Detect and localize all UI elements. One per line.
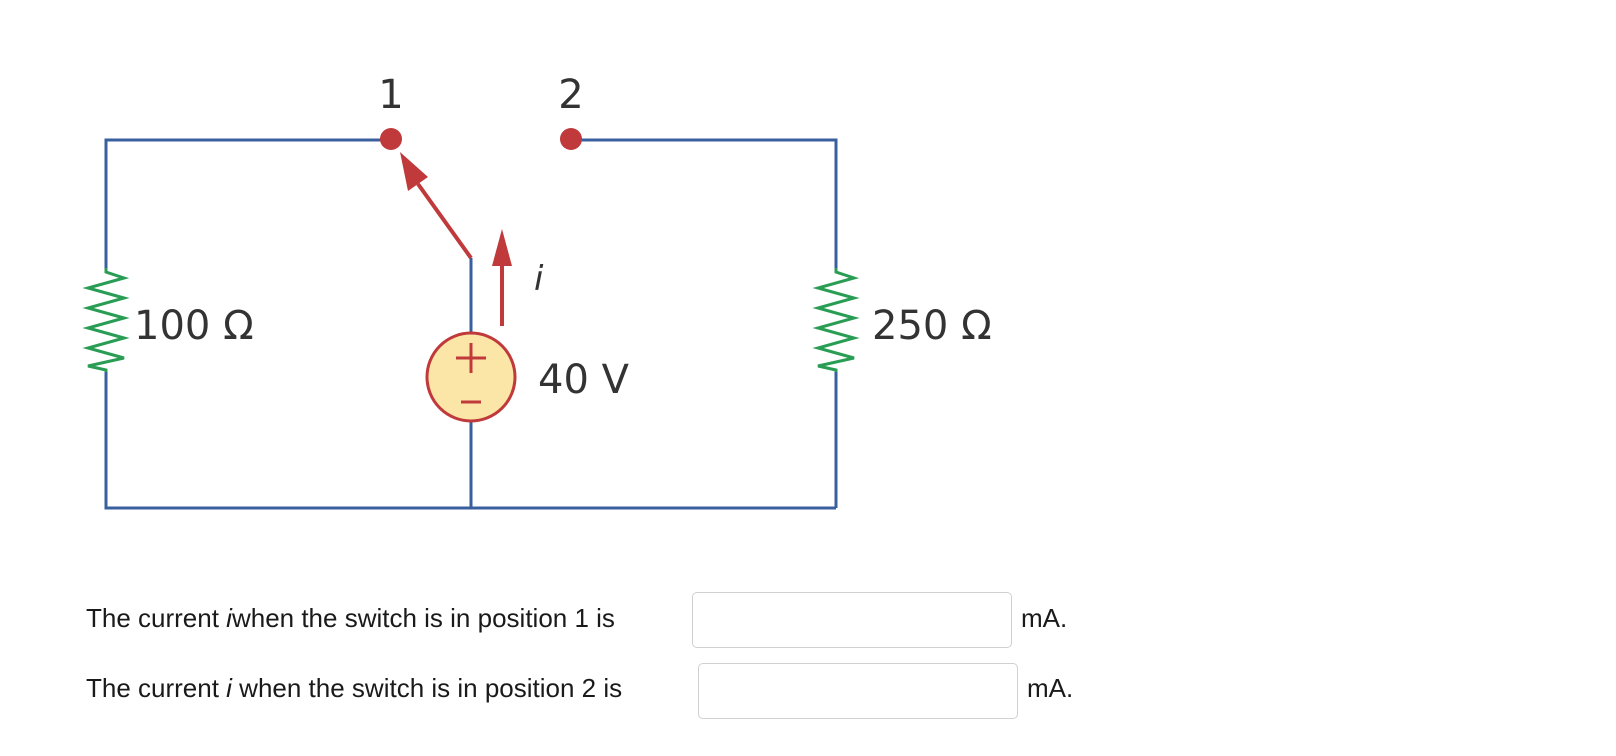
left-resistor-label: 100 Ω: [134, 303, 254, 349]
source-voltage-label: 40 V: [538, 357, 630, 403]
question-1-variable: i: [226, 603, 232, 633]
circuit-diagram: 1 2 i 100 Ω 250 Ω 40 V: [82, 72, 992, 510]
wire-left-bottom: [104, 372, 836, 510]
resistor-100-ohm: [82, 268, 130, 372]
question-2-unit: mA.: [1027, 673, 1074, 703]
question-1-suffix: when the switch is in position 1 is: [231, 603, 615, 633]
switch-position-1-label: 1: [378, 72, 403, 118]
switch-contact-2: [560, 128, 582, 150]
answer-input-position-2[interactable]: [698, 663, 1018, 719]
question-1-prefix: The current: [86, 603, 227, 633]
wire-left-top: [104, 138, 392, 268]
question-1-text: The current iwhen the switch is in posit…: [86, 601, 615, 635]
wires: [104, 138, 838, 510]
question-2-variable: i: [226, 673, 232, 703]
voltage-source: [425, 331, 517, 423]
question-2-text: The current i when the switch is in posi…: [86, 671, 622, 705]
switch-contact-1: [380, 128, 402, 150]
current-label: i: [534, 259, 544, 299]
resistor-250-ohm: [812, 268, 860, 372]
right-resistor-label: 250 Ω: [872, 303, 992, 349]
question-1-unit: mA.: [1021, 603, 1068, 633]
wire-right-top: [572, 138, 838, 268]
current-arrow: [492, 229, 512, 326]
switch-blade: [400, 152, 473, 260]
answer-input-position-1[interactable]: [692, 592, 1012, 648]
question-2-suffix: when the switch is in position 2 is: [231, 673, 623, 703]
question-2-prefix: The current: [86, 673, 227, 703]
switch-position-2-label: 2: [558, 72, 583, 118]
